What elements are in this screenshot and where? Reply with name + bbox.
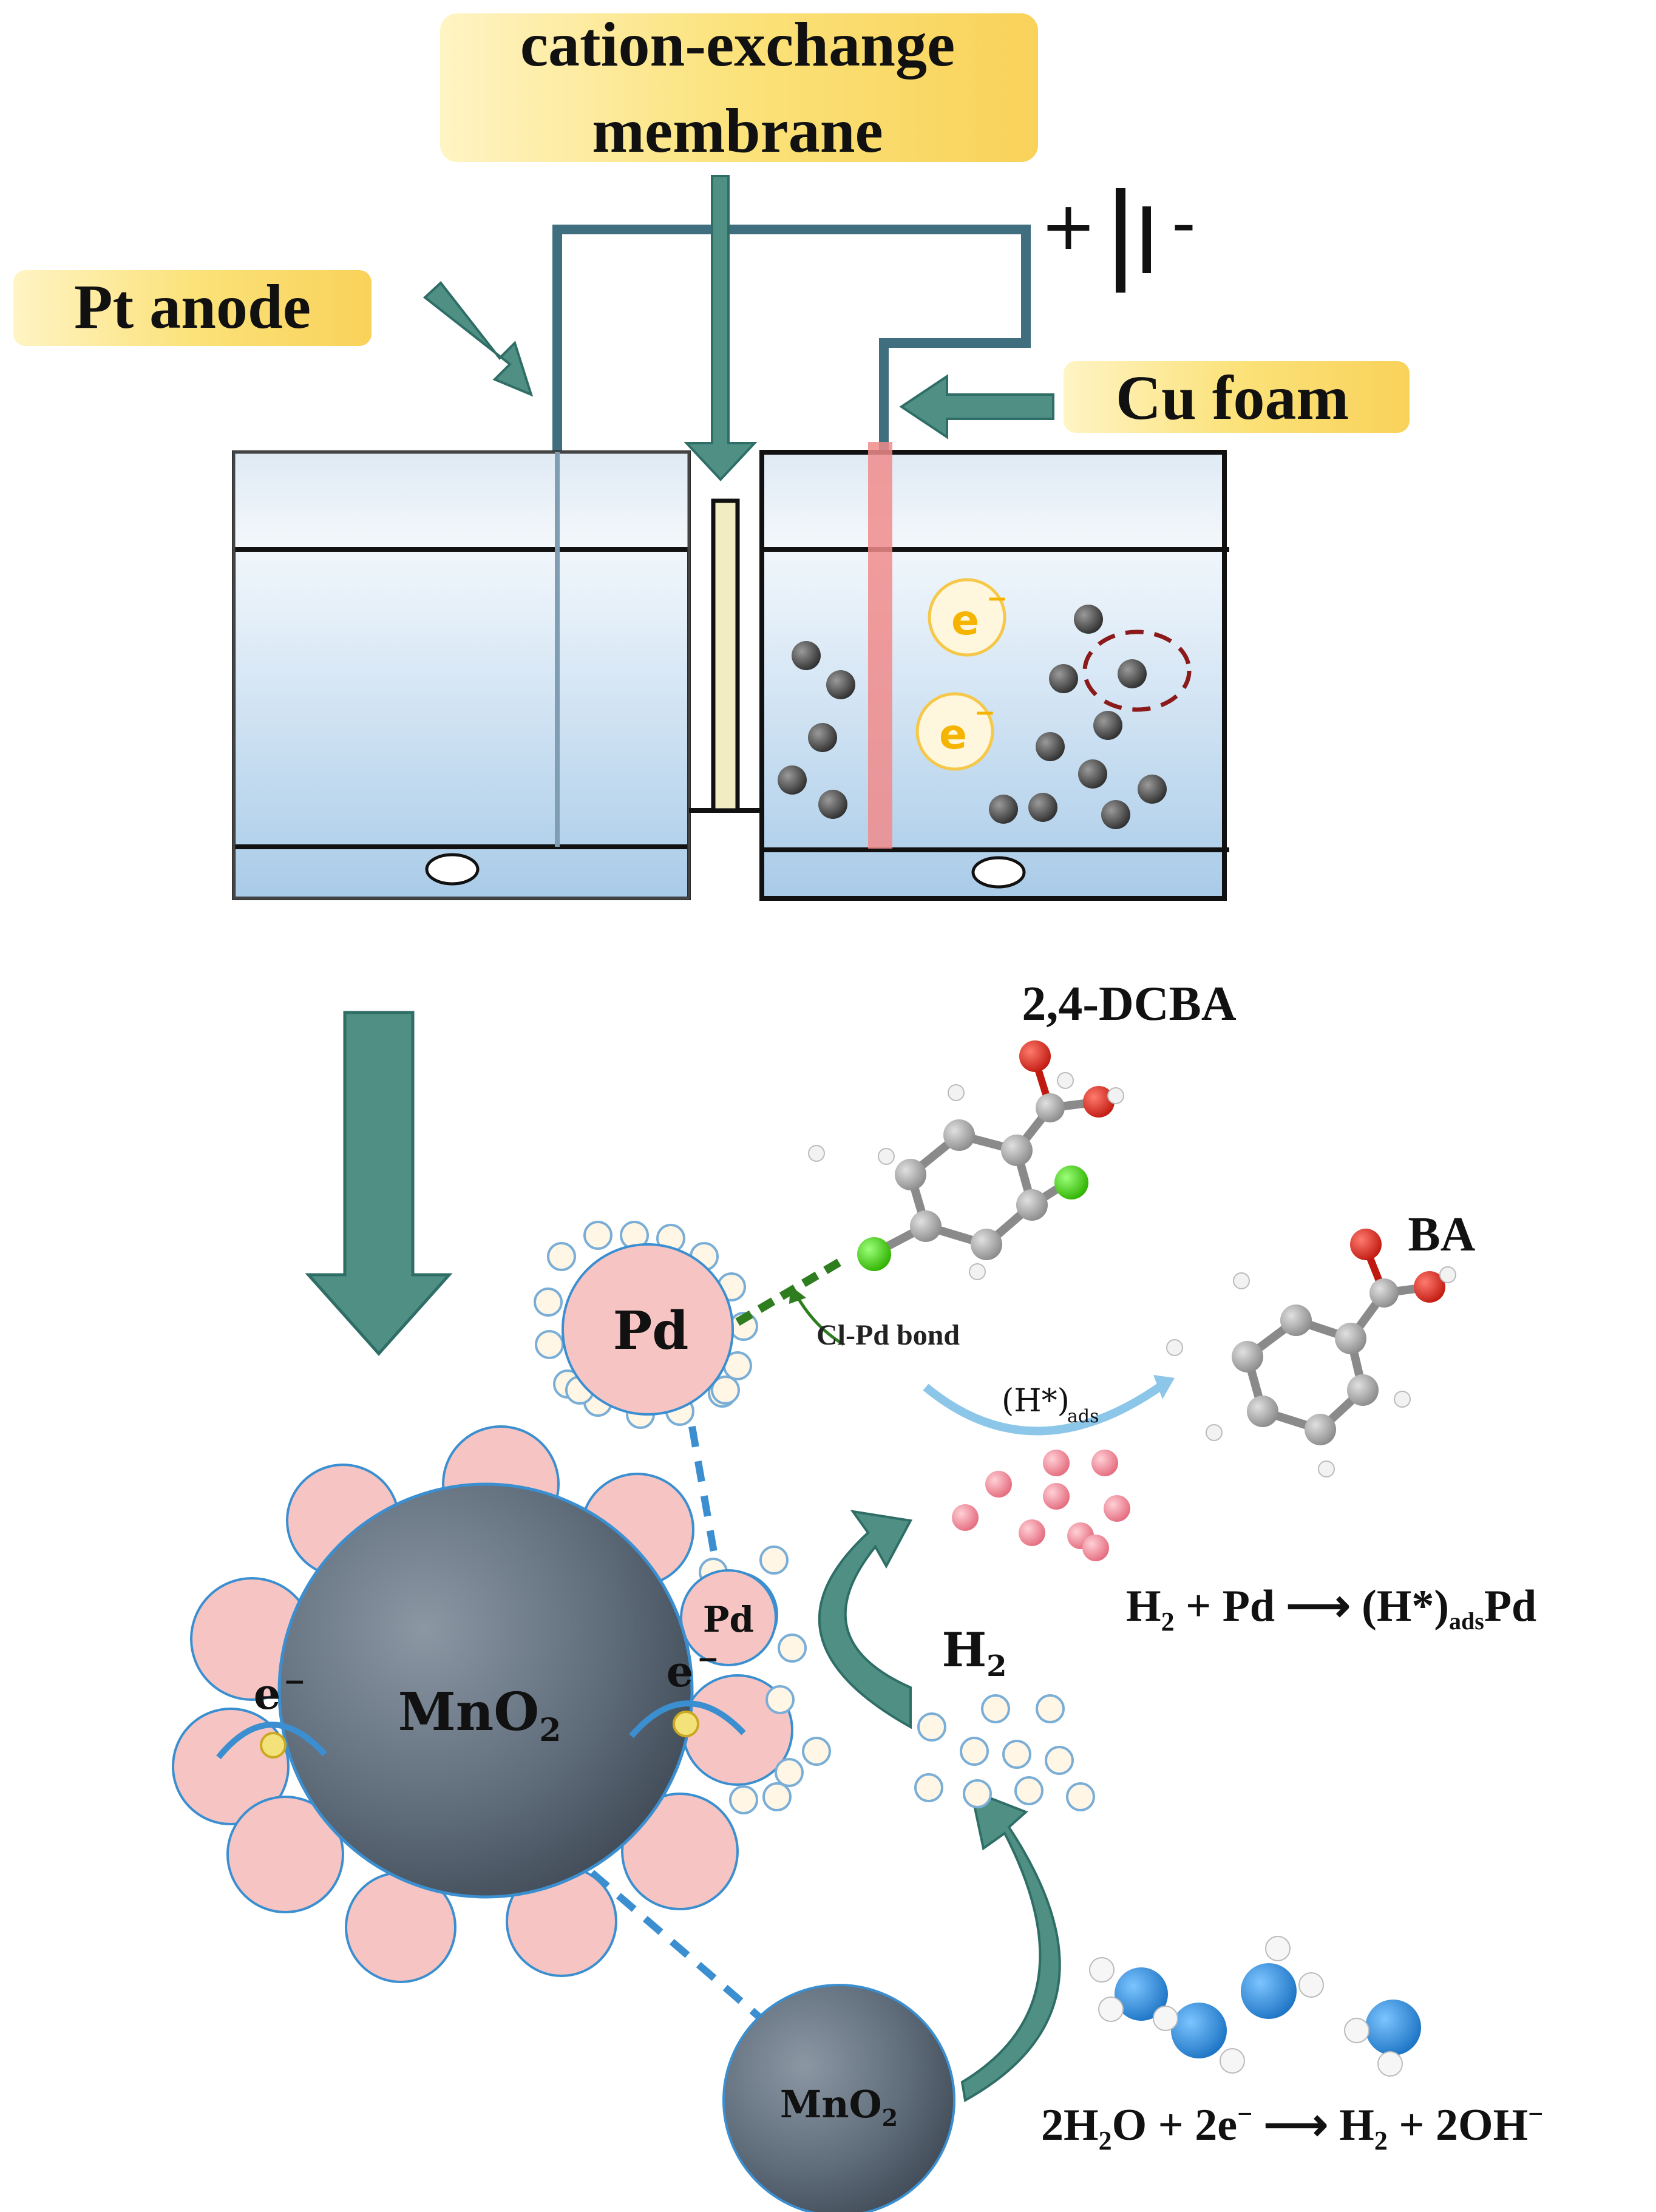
membrane-label-line2: membrane — [592, 96, 883, 166]
anode-cell — [232, 450, 691, 900]
water-molecules — [1089, 1936, 1421, 2077]
pd-top-label: Pd — [613, 1300, 689, 1362]
h2-label: H2 — [942, 1623, 1006, 1683]
cu-foam-electrode — [868, 442, 892, 849]
battery-symbol: + - — [1040, 184, 1196, 293]
ba-label: BA — [1408, 1208, 1475, 1261]
highlight-ring — [1082, 629, 1192, 712]
cu-foam-label: Cu foam — [1064, 361, 1410, 433]
eq2-text: 2H2O + 2e− ⟶ H2 + 2OH− — [1041, 2099, 1543, 2156]
equation-2: 2H2O + 2e− ⟶ H2 + 2OH− — [1041, 2099, 1543, 2156]
svg-text:−: − — [283, 1666, 306, 1697]
mno2-catalyst-main: Pd MnO2 e − e − — [172, 1425, 831, 1983]
curved-arrows — [818, 1510, 1061, 2103]
membrane-arrow — [684, 175, 758, 481]
dcba-label: 2,4-DCBA — [1022, 977, 1237, 1031]
cell-electron-2: e — [939, 711, 967, 759]
adsorbed-h-dots — [952, 1450, 1130, 1561]
pt-anode-label: Pt anode — [13, 270, 372, 346]
pd-particle-small — [680, 1569, 777, 1666]
dcba-molecule: 2,4-DCBA — [808, 977, 1237, 1280]
big-down-arrow — [305, 1011, 453, 1356]
mno2-catalyst-small: MnO2 — [722, 1984, 955, 2212]
svg-text:−: − — [697, 1644, 719, 1675]
mno2-core — [277, 1482, 694, 1899]
stir-bar-cathode — [971, 856, 1026, 889]
svg-text:−: − — [974, 697, 996, 727]
membrane-label-line1: cation-exchange — [520, 10, 955, 80]
pt-anode-text: Pt anode — [74, 272, 311, 342]
cu-foam-arrow — [899, 374, 1054, 439]
h-ads-label: (H*) — [1002, 1383, 1070, 1419]
mno2-small-label: MnO2 — [780, 2082, 898, 2131]
water-arrow-up — [960, 1788, 1061, 2103]
clpd-bond-text: Cl-Pd bond — [816, 1319, 960, 1351]
eq1-text: H2 + Pd ⟶ (H*)adsPd — [1126, 1581, 1536, 1637]
cell-electrons: e − e − — [915, 578, 1008, 771]
cu-foam-text: Cu foam — [1116, 363, 1349, 433]
pd-small-label: Pd — [703, 1599, 754, 1640]
mno2-main-label: MnO2 — [398, 1681, 562, 1749]
cell-electron-1: e — [951, 597, 979, 645]
circuit-wire — [552, 225, 1031, 847]
svg-text:−: − — [986, 583, 1008, 613]
pd-particle-top: Pd — [534, 1221, 758, 1429]
core-electron-left: e — [254, 1669, 281, 1719]
membrane-sheet — [711, 498, 740, 813]
battery-minus: - — [1172, 184, 1196, 262]
svg-text:ads: ads — [1067, 1406, 1099, 1427]
stir-bar-anode — [425, 853, 480, 886]
equation-1: H2 + Pd ⟶ (H*)adsPd — [1126, 1581, 1536, 1637]
pt-anode-arrow — [422, 281, 534, 397]
core-electron-right: e — [667, 1646, 694, 1697]
cathode-cell — [759, 442, 1229, 901]
h2-arrow-up — [818, 1510, 913, 1729]
membrane-label: cation-exchange membrane — [440, 10, 1038, 166]
dashed-links — [589, 1425, 770, 2027]
catalyst-particles — [778, 605, 1192, 829]
arrows-top — [422, 175, 1054, 481]
membrane — [689, 498, 762, 813]
h-ads-transfer: (H*) ads — [923, 1375, 1175, 1436]
ba-molecule: BA — [1166, 1208, 1476, 1477]
battery-plus: + — [1040, 187, 1096, 265]
clpd-bond-label: Cl-Pd bond — [789, 1286, 960, 1351]
h2-bubbles: H2 — [914, 1623, 1095, 1811]
clpd-dashed — [735, 1257, 843, 1326]
